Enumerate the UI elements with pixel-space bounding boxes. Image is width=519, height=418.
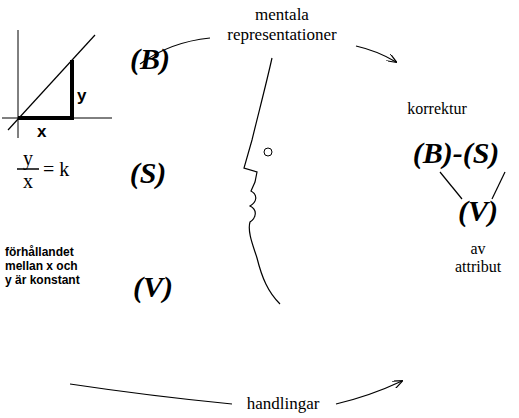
representation-symbol: (B): [130, 42, 170, 77]
axis-label: x: [37, 122, 46, 142]
y-axis: [18, 30, 19, 138]
verbal-statement: förhållandet mellan x och y är konstant: [5, 246, 85, 287]
note-label: av attribut: [447, 240, 509, 277]
fraction-denominator: x: [23, 171, 33, 191]
cycle-arrow-top-right: [356, 46, 396, 62]
representation-symbol: (V): [133, 270, 173, 305]
x-segment: [18, 116, 72, 120]
representation-symbol: (V): [458, 194, 498, 229]
y-segment: [70, 60, 74, 120]
axis-label: y: [77, 86, 86, 106]
cycle-label: mentala representationer: [207, 5, 357, 44]
cycle-label: handlingar: [247, 394, 320, 414]
graph-line: [8, 35, 95, 130]
representation-symbol: (S): [130, 156, 167, 191]
cycle-arrow-bottom-right: [336, 381, 402, 404]
fraction-numerator: y: [23, 148, 33, 168]
fraction-bar: [17, 168, 39, 170]
representation-pair: (B)-(S): [413, 136, 500, 171]
equation-part: = k: [43, 158, 69, 181]
cycle-arrow-bottom-left: [70, 384, 232, 404]
x-axis: [2, 118, 112, 119]
eye: [264, 148, 272, 156]
note-label: korrektur: [407, 100, 467, 118]
face-profile: [244, 58, 280, 304]
